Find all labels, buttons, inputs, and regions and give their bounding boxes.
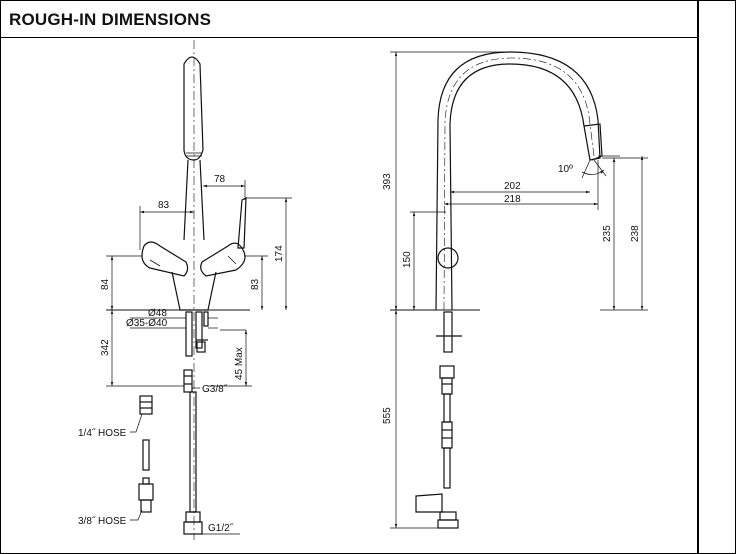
- header-bar: ROUGH-IN DIMENSIONS: [1, 1, 697, 38]
- side-view-faucet: [390, 51, 603, 529]
- dim-174-label: 174: [274, 245, 285, 262]
- dim-g38-label: G3/8˝: [202, 383, 228, 395]
- hose-38-label: 3/8˝ HOSE: [78, 515, 127, 527]
- dim-10deg-label: 10º: [558, 164, 573, 175]
- page-title: ROUGH-IN DIMENSIONS: [9, 10, 212, 29]
- hose-14-label: 1/4˝ HOSE: [78, 427, 127, 439]
- dim-393-label: 393: [382, 173, 393, 190]
- side-view-labels: 393 10º 202 218 150 235 238 555: [382, 164, 641, 424]
- side-view-dimension-lines: [390, 51, 648, 529]
- front-view-dimension-lines: [106, 180, 292, 535]
- dim-202-label: 202: [504, 181, 521, 192]
- dim-342-label: 342: [100, 339, 111, 356]
- dim-235-label: 235: [602, 225, 613, 242]
- dim-84-label: 84: [100, 278, 111, 290]
- dim-83-side-label: 83: [250, 278, 261, 290]
- dim-d35-40-label: Ø35-Ø40: [126, 318, 168, 329]
- dim-g12-label: G1/2˝: [208, 522, 234, 534]
- front-view-faucet: [106, 40, 250, 540]
- dim-78-label: 78: [214, 174, 226, 185]
- dim-555-label: 555: [382, 407, 393, 424]
- right-border-line: [697, 1, 699, 553]
- dim-83-top-label: 83: [158, 200, 170, 211]
- front-view-labels: 78 83 174 84 83 Ø48 Ø35-Ø40 342 45 Max G…: [78, 174, 285, 534]
- dim-150-label: 150: [402, 251, 413, 268]
- dim-d48-label: Ø48: [148, 308, 167, 319]
- dim-45max-label: 45 Max: [234, 347, 245, 380]
- dim-218-label: 218: [504, 194, 521, 205]
- dim-238-label: 238: [630, 225, 641, 242]
